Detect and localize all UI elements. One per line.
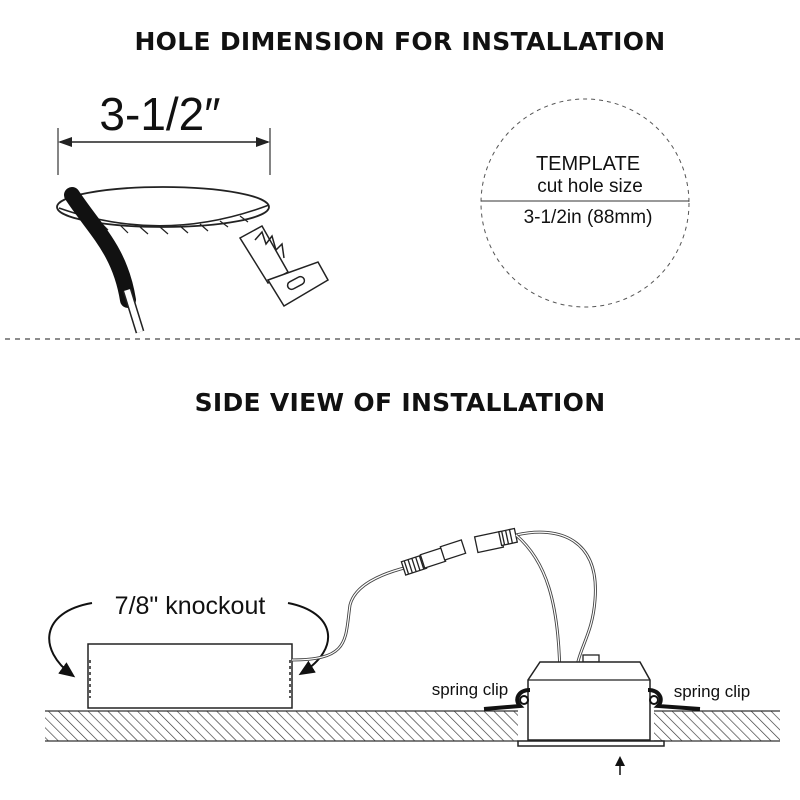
hole-dimension-title: HOLE DIMENSION FOR INSTALLATION xyxy=(134,27,666,56)
spring-clip-right xyxy=(647,688,701,711)
junction-box xyxy=(87,643,293,709)
side-view-title: SIDE VIEW OF INSTALLATION xyxy=(194,388,606,417)
dimension-line xyxy=(57,128,271,175)
ceiling-board xyxy=(45,710,780,742)
spring-clip-sketch xyxy=(238,224,330,308)
knockout-arrow-right xyxy=(287,602,330,676)
connection-wire xyxy=(291,565,409,662)
spring-clip-label-left: spring clip xyxy=(432,680,509,699)
knockout-arrow-left xyxy=(48,602,93,678)
connector-plug-male xyxy=(400,539,467,576)
template-size-label: 3-1/2in (88mm) xyxy=(524,207,653,228)
dimension-label: 3-1/2″ xyxy=(99,88,220,140)
template-label: TEMPLATE xyxy=(536,153,640,175)
connector-plug-female xyxy=(473,527,519,554)
spring-clip-label-right: spring clip xyxy=(674,682,751,701)
template-circle xyxy=(480,98,690,308)
knockout-label: 7/8" knockout xyxy=(115,592,266,620)
spring-clip-left xyxy=(483,688,531,711)
template-cut-hole-label: cut hole size xyxy=(537,176,643,197)
ceiling-hole xyxy=(56,186,270,235)
power-cable xyxy=(64,187,145,334)
light-fixture xyxy=(517,654,665,747)
fixture-wire xyxy=(515,530,597,686)
